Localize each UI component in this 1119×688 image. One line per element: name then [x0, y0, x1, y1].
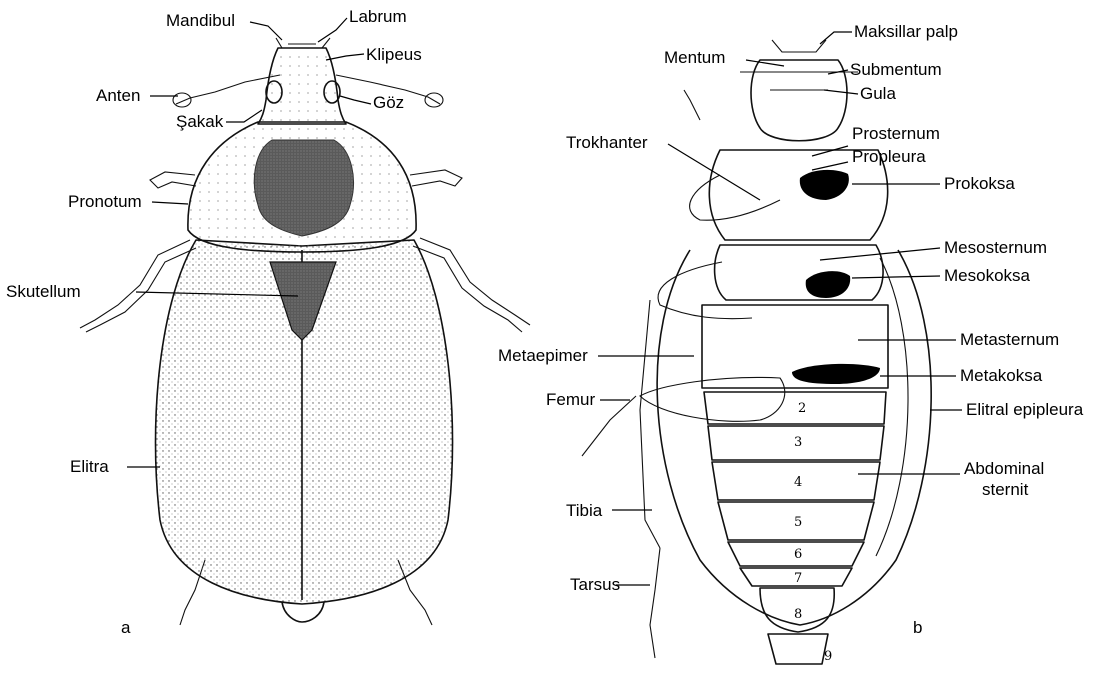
segment-number: 2: [798, 401, 806, 416]
dorsal-view-drawing: [80, 38, 530, 625]
segment-number: 9: [824, 649, 832, 664]
pronotum-dark-patch: [254, 140, 353, 236]
label-sternit: sternit: [982, 480, 1029, 499]
epipleura-line: [876, 258, 908, 556]
label-goz: Göz: [373, 93, 404, 112]
label-mesokoksa: Mesokoksa: [944, 266, 1031, 285]
segment-number: 6: [794, 547, 802, 562]
label-abdominal: Abdominal: [964, 459, 1044, 478]
pygidium: [282, 602, 324, 622]
panel-letter-a: a: [121, 618, 131, 637]
label-prokoksa: Prokoksa: [944, 174, 1015, 193]
ventral-labels: Maksillar palp Mentum Submentum Gula Tro…: [498, 22, 1084, 637]
label-sakak: Şakak: [176, 112, 224, 131]
segment-number: 7: [794, 571, 802, 586]
label-tarsus: Tarsus: [570, 575, 620, 594]
mesothorax: [715, 245, 883, 300]
label-elitra: Elitra: [70, 457, 109, 476]
ventral-legs: [582, 90, 785, 658]
head-outline: [258, 48, 346, 124]
label-mesosternum: Mesosternum: [944, 238, 1047, 257]
label-metaepimer: Metaepimer: [498, 346, 588, 365]
label-mandibul: Mandibul: [166, 11, 235, 30]
label-prosternum: Prosternum: [852, 124, 940, 143]
segment-number: 4: [794, 475, 802, 490]
label-submentum: Submentum: [850, 60, 942, 79]
label-anten: Anten: [96, 86, 140, 105]
metakoksa-shape: [792, 364, 880, 384]
label-metakoksa: Metakoksa: [960, 366, 1043, 385]
label-trokhanter: Trokhanter: [566, 133, 648, 152]
label-elitral-epipleura: Elitral epipleura: [966, 400, 1084, 419]
label-pronotum: Pronotum: [68, 192, 142, 211]
label-mentum: Mentum: [664, 48, 725, 67]
label-tibia: Tibia: [566, 501, 603, 520]
segment-number: 3: [794, 435, 802, 450]
label-skutellum: Skutellum: [6, 282, 81, 301]
label-gula: Gula: [860, 84, 896, 103]
mesokoksa-shape: [806, 271, 851, 298]
label-metasternum: Metasternum: [960, 330, 1059, 349]
label-labrum: Labrum: [349, 7, 407, 26]
label-femur: Femur: [546, 390, 595, 409]
segment-number: 8: [794, 607, 802, 622]
label-propleura: Propleura: [852, 147, 926, 166]
label-klipeus: Klipeus: [366, 45, 422, 64]
prokoksa-shape: [800, 170, 849, 200]
mouthparts: [740, 40, 858, 90]
panel-letter-b: b: [913, 618, 922, 637]
segment-number: 5: [794, 515, 802, 530]
label-maksillar-palp: Maksillar palp: [854, 22, 958, 41]
